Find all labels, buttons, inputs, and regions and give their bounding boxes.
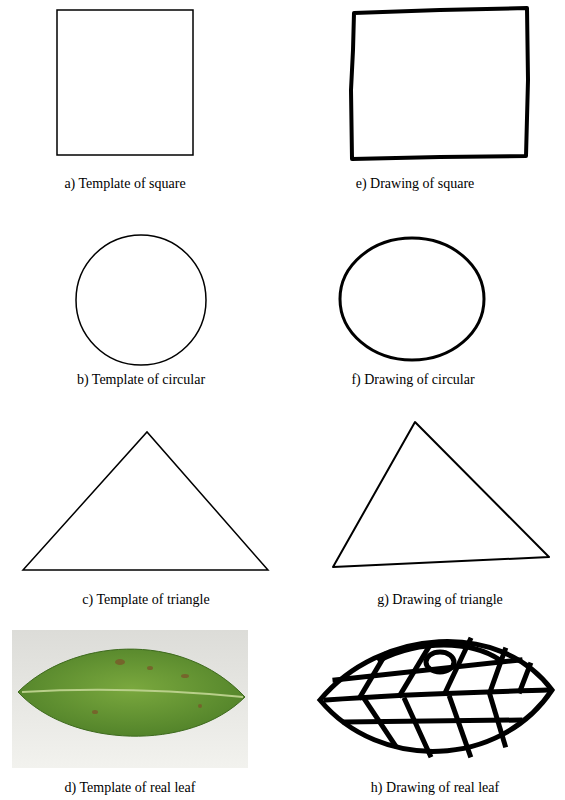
leaf-photo (18, 649, 245, 736)
figure-caption: a) Template of square (64, 176, 185, 192)
figure-caption: e) Drawing of square (356, 176, 475, 192)
leaf-midrib (22, 690, 243, 697)
template-circle (76, 235, 206, 365)
drawn-circle (340, 238, 484, 360)
figure-caption: d) Template of real leaf (65, 780, 196, 796)
drawn-triangle (333, 422, 549, 567)
drawn-leaf (320, 640, 552, 755)
figure-caption: c) Template of triangle (82, 592, 209, 608)
template-triangle (23, 432, 268, 570)
figure-caption: b) Template of circular (77, 372, 205, 388)
drawn-square (351, 8, 528, 159)
figure-caption: f) Drawing of circular (351, 372, 474, 388)
leaf-photo-ground (12, 630, 248, 768)
figure-caption: h) Drawing of real leaf (371, 780, 499, 796)
template-square (57, 10, 193, 155)
figure-caption: g) Drawing of triangle (377, 592, 503, 608)
leaf-spots (92, 659, 202, 714)
